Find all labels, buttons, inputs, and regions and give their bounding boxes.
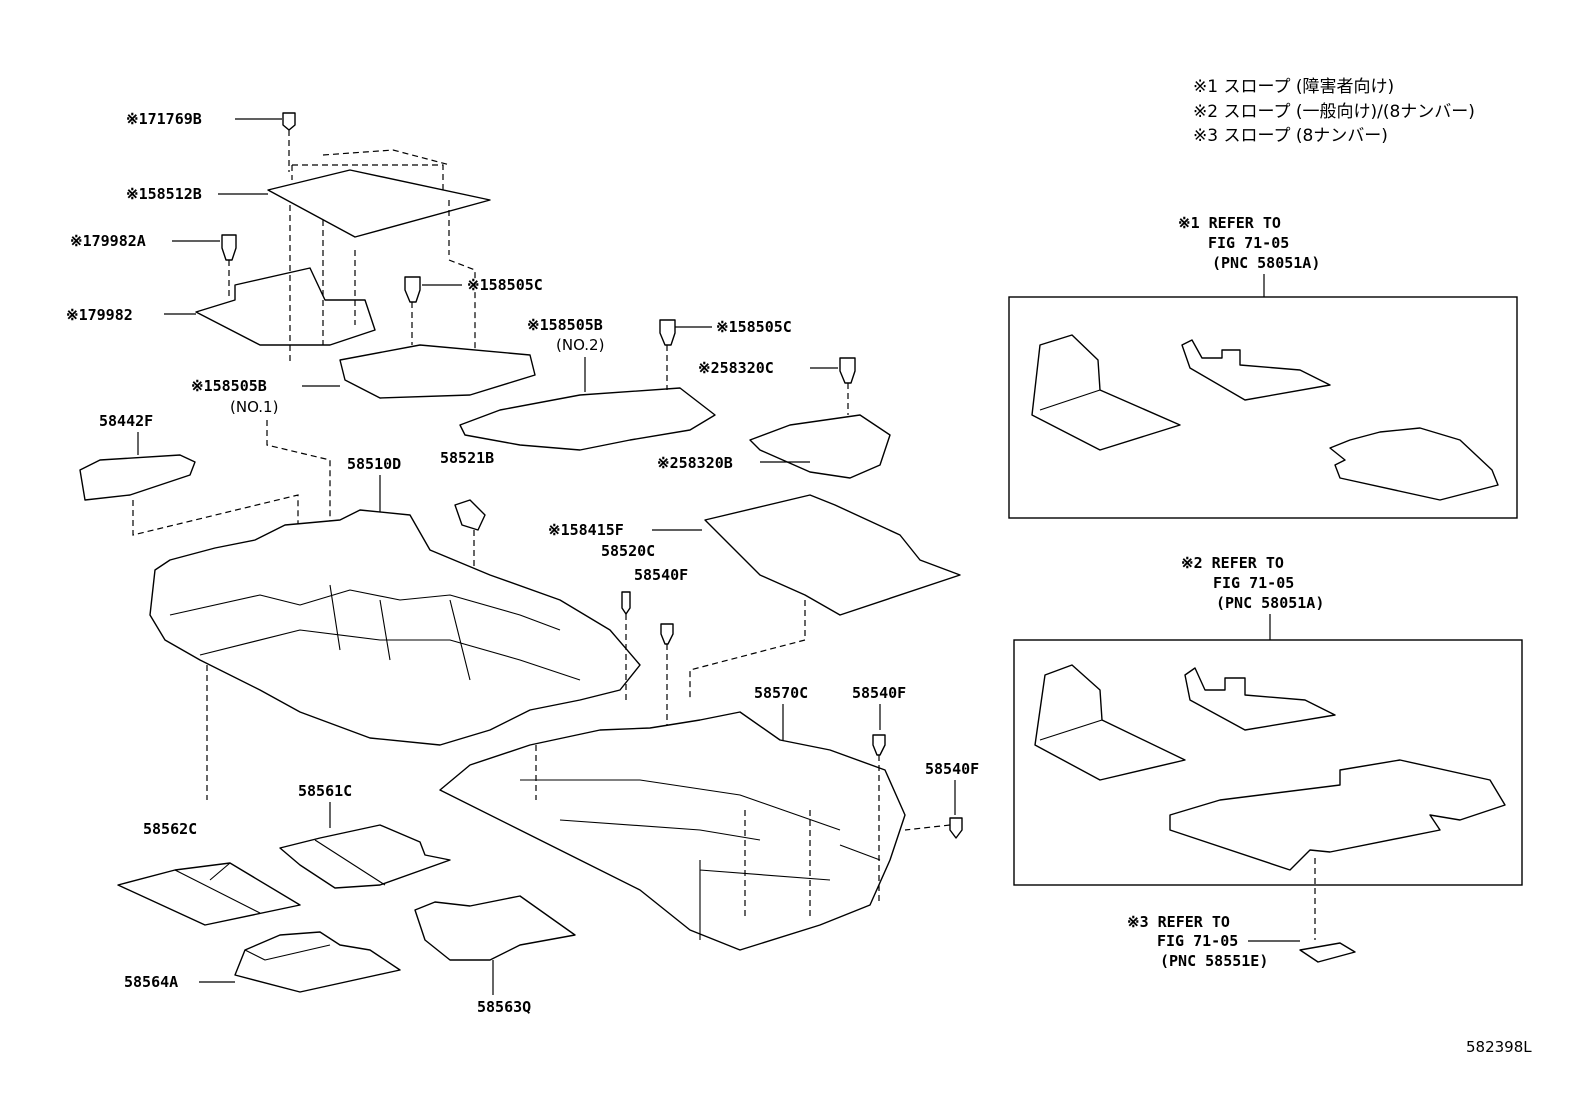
part-58442f[interactable]	[79, 454, 196, 501]
label-158505c-a: ※158505C	[467, 276, 543, 294]
label-no1: (NO.1)	[230, 398, 278, 416]
label-179982a: ※179982A	[70, 232, 146, 250]
legend-note-3: ※3 スロープ (8ナンバー)	[1193, 126, 1388, 146]
label-58320c: ※258320C	[698, 359, 774, 377]
label-58510d: 58510D	[347, 455, 401, 473]
diagram-code: 582398L	[1466, 1038, 1532, 1056]
mat-58562c[interactable]	[117, 862, 301, 926]
ref2-line3: (PNC 58051A)	[1216, 594, 1324, 612]
label-158505c-b: ※158505C	[716, 318, 792, 336]
label-58540f-b: 58540F	[852, 684, 906, 702]
panel-179982[interactable]	[195, 267, 376, 346]
rear-floor-carpet-58570c[interactable]	[439, 711, 906, 951]
label-58442f: 58442F	[99, 412, 153, 430]
front-mat-right-1	[1181, 339, 1331, 401]
cover-158505b-no1[interactable]	[339, 344, 536, 399]
rear-mat-1	[1329, 427, 1499, 501]
clip-58540f-c[interactable]	[949, 817, 963, 839]
ref2-line2: FIG 71-05	[1213, 574, 1294, 592]
clip-58520c[interactable]	[621, 591, 631, 615]
label-58561c: 58561C	[298, 782, 352, 800]
label-58521b: 58521B	[440, 449, 494, 467]
refer-box-3[interactable]: ※3 REFER TO FIG 71-05 (PNC 58551E)	[1127, 858, 1356, 970]
ref3-line2: FIG 71-05	[1157, 932, 1238, 950]
clip-158505c-a[interactable]	[404, 276, 421, 303]
front-mat-left-2	[1034, 664, 1186, 781]
clip-58521b[interactable]	[454, 499, 486, 531]
label-171769b: ※171769B	[126, 110, 202, 128]
front-mat-left-1	[1031, 334, 1181, 451]
slope-carpet-58415f[interactable]	[704, 494, 961, 616]
mat-58564a[interactable]	[234, 931, 401, 993]
cover-58320b[interactable]	[749, 414, 891, 479]
label-58320b: ※258320B	[657, 454, 733, 472]
ref1-line3: (PNC 58051A)	[1212, 254, 1320, 272]
label-58540f-a: 58540F	[634, 566, 688, 584]
clip-58320c[interactable]	[839, 357, 856, 384]
cover-158505b-no2[interactable]	[459, 387, 716, 451]
label-179982: ※179982	[66, 306, 133, 324]
ref2-line1: ※2 REFER TO	[1181, 554, 1284, 572]
label-58415f: ※158415F	[548, 521, 624, 539]
mat-58563q[interactable]	[414, 895, 576, 961]
legend-note-1: ※1 スロープ (障害者向け)	[1193, 77, 1394, 97]
clip-58540f-a[interactable]	[660, 623, 674, 645]
clip-58540f-b[interactable]	[872, 734, 886, 756]
label-158505b-no2: ※158505B	[527, 316, 603, 334]
clip-179982a[interactable]	[221, 234, 237, 261]
ref3-line3: (PNC 58551E)	[1160, 952, 1268, 970]
front-floor-carpet-58510d[interactable]	[149, 509, 641, 746]
ref3-line1: ※3 REFER TO	[1127, 913, 1230, 931]
cover-158512b[interactable]	[267, 169, 491, 238]
label-58563q: 58563Q	[477, 998, 531, 1016]
rear-mat-2	[1169, 759, 1506, 871]
front-mat-right-2	[1184, 667, 1336, 731]
ref1-line2: FIG 71-05	[1208, 234, 1289, 252]
slope-mat-3	[1299, 942, 1356, 963]
clip-158505c-b[interactable]	[659, 319, 676, 346]
label-58540f-c: 58540F	[925, 760, 979, 778]
ref1-line1: ※1 REFER TO	[1178, 214, 1281, 232]
label-58564a: 58564A	[124, 973, 178, 991]
mat-58561c[interactable]	[279, 824, 451, 889]
label-158512b: ※158512B	[126, 185, 202, 203]
label-158505b-no1: ※158505B	[191, 377, 267, 395]
clip-171769b[interactable]	[282, 112, 296, 131]
legend-note-2: ※2 スロープ (一般向け)/(8ナンバー)	[1193, 102, 1475, 122]
label-58562c: 58562C	[143, 820, 197, 838]
refer-box-2[interactable]: ※2 REFER TO FIG 71-05 (PNC 58051A)	[1013, 554, 1523, 886]
label-58570c: 58570C	[754, 684, 808, 702]
label-no2: (NO.2)	[556, 336, 604, 354]
label-58520c: 58520C	[601, 542, 655, 560]
refer-box-1[interactable]: ※1 REFER TO FIG 71-05 (PNC 58051A)	[1008, 214, 1518, 519]
